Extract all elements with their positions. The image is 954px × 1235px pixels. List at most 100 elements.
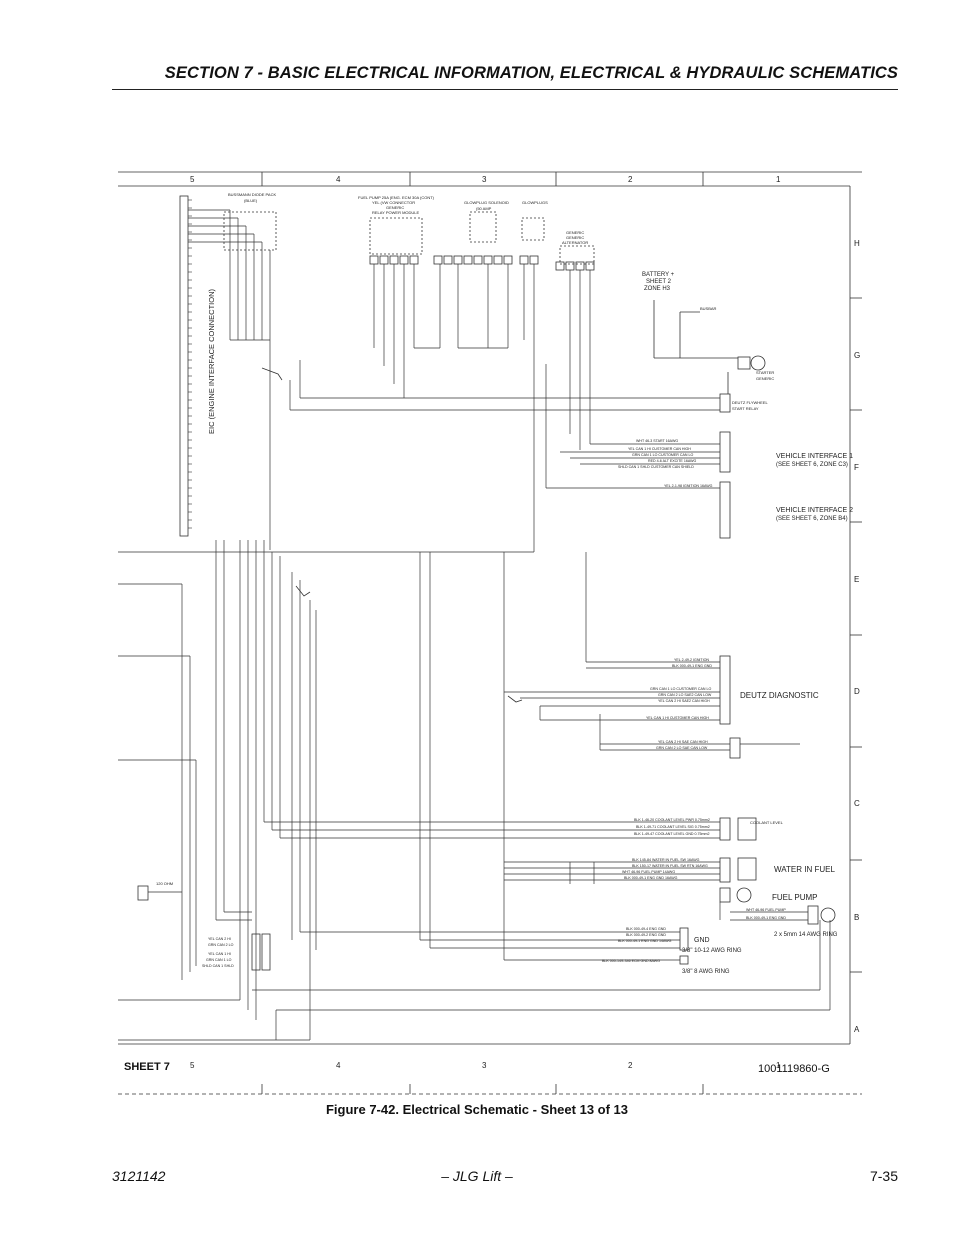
row-letter: A — [854, 1025, 860, 1034]
row-letter: B — [854, 913, 859, 922]
fuel-pump-2-connector — [807, 905, 819, 925]
gnd-ring-connector-2 — [679, 955, 689, 965]
row-letter: C — [854, 799, 860, 808]
fuel-pump-label: FUEL PUMP — [772, 893, 818, 902]
wire-label: BLK 000-49-1 ENG GND 14AWG — [618, 939, 672, 943]
wire-label: GRN CAN 2 LO — [208, 943, 234, 947]
diag-terminator-connector — [729, 737, 741, 759]
gnd-ring-connector — [679, 927, 689, 951]
row-letter: D — [854, 687, 860, 696]
ohm-label: 120 OHM — [156, 881, 173, 886]
alternator-label: GENERIC — [566, 230, 584, 235]
harness-top — [188, 209, 271, 340]
can-connector-a — [251, 933, 261, 971]
column-number: 3 — [482, 1061, 487, 1070]
glowplug-solenoid-box — [469, 211, 497, 243]
column-number: 2 — [628, 175, 633, 184]
wire-label: GRN CAN 2 LO SAE CAN LOW — [656, 746, 708, 750]
header-rule — [112, 89, 898, 90]
starter-label: STARTER — [756, 370, 774, 375]
doc-number: 3121142 — [112, 1168, 166, 1184]
wif-connector — [719, 857, 731, 883]
wire-label: YEL CAN 1 HI CUSTOMER CAN HIGH — [628, 447, 691, 451]
coolant-sensor — [737, 817, 757, 841]
row-letter: E — [854, 575, 859, 584]
wire-label: GRN CAN 2 LO SAE2 CAN LOW — [658, 693, 712, 697]
deutz-diagnostic-label: DEUTZ DIAGNOSTIC — [740, 691, 819, 700]
wire-label: YEL 2-1-98 IGNITION 16AWG — [664, 484, 713, 488]
harness-main — [118, 340, 831, 1041]
vehicle-interface-1-label: VEHICLE INTERFACE 1 — [776, 453, 853, 460]
diode-pack-box — [223, 211, 277, 251]
relay-module-box — [369, 217, 423, 255]
wire-label: GRN CAN 1 LO — [206, 958, 232, 962]
wire-label: BLK 000-49-1 ENG GND 16AWG — [624, 876, 678, 880]
wire-label: BLK 1-49-71 COOLANT LEVEL SIG 0.75mm2 — [636, 825, 710, 829]
wire-label: BLK 000-14S-346 ECM GND 8AWG — [602, 959, 660, 963]
relay-wires — [230, 264, 591, 550]
column-number: 4 — [336, 1061, 341, 1070]
wire-label: WHT 46-3 START 16AWG — [636, 439, 678, 443]
deutz-flywheel-connector — [719, 393, 731, 413]
wire-label: BLK 000-49-1 ENG GND — [746, 916, 786, 920]
row-letter: F — [854, 463, 859, 472]
wire-label: BLK 000-49-1 ENG GND — [672, 664, 712, 668]
wire-label: YEL CAN 1 HI — [208, 952, 231, 956]
diagnostic-wires — [504, 552, 800, 751]
drawing-number: 1001119860-G — [758, 1063, 830, 1075]
starter-generic-label: GENERIC — [756, 376, 774, 381]
glowplugs-label: GLOWPLUGS — [522, 200, 548, 205]
alternator-label: ALTERNATOR — [562, 240, 588, 245]
wire-label: YEL CAN 2 HI SAE CAN HIGH — [658, 740, 708, 744]
vehicle-interface-2-ref: (SEE SHEET 6, ZONE B4) — [776, 516, 848, 522]
section-header: SECTION 7 - BASIC ELECTRICAL INFORMATION… — [164, 64, 898, 82]
wire-label: SHLD CAN 1 SHLD — [202, 964, 234, 968]
footer-center: – JLG Lift – — [441, 1168, 513, 1184]
ring-label: 2 x 5mm 14 AWG RING — [774, 932, 838, 938]
eic-label: EIC (ENGINE INTERFACE CONNECTION) — [207, 288, 216, 434]
deutz-diagnostic-connector — [719, 655, 731, 725]
wire-label: GRN CAN 1 LO CUSTOMER CAN LO — [650, 687, 711, 691]
start-relay-label: START RELAY — [732, 406, 759, 411]
ring-label: 3/8" 8 AWG RING — [682, 969, 730, 975]
eic-pins — [188, 199, 192, 529]
wire-label: BLK 1-46-20 COOLANT LEVEL PWR 0.75mm2 — [634, 818, 710, 822]
wire-label: YEL CAN 2 HI SAE2 CAN HIGH — [658, 699, 710, 703]
wire-label: BLK 1-49-47 COOLANT LEVEL GND 0.75mm2 — [634, 832, 710, 836]
wire-label: YEL CAN 2 HI — [208, 937, 231, 941]
glowplugs-box — [521, 217, 545, 241]
wif-sensor — [737, 857, 757, 881]
glowplug-solenoid-label: GLOWPLUG SOLENOID — [464, 200, 509, 205]
battery-label: BATTERY + — [642, 272, 675, 278]
relay-label: FUEL PUMP 25A (ENG. ECM 30A (CONT) — [358, 195, 435, 200]
battery-label: ZONE H3 — [644, 286, 671, 292]
can-connector-b — [261, 933, 271, 971]
wire-label: YEL CAN 1 HI CUSTOMER CAN HIGH — [646, 716, 709, 720]
sheet-label: SHEET 7 — [124, 1061, 170, 1073]
water-in-fuel-label: WATER IN FUEL — [774, 865, 835, 874]
wire-label: SHLD CAN 1 SHLD CUSTOMER CAN SHIELD — [618, 465, 694, 469]
gnd-label: GND — [694, 937, 710, 944]
wire-label: WHT 46-96 FUEL PUMP 14AWG — [622, 870, 675, 874]
wire-label: WHT 46-96 FUEL PUMP — [746, 908, 786, 912]
row-letter: H — [854, 239, 860, 248]
connector-strip — [369, 255, 595, 271]
vehicle-interface-1-connector — [719, 431, 731, 473]
wire-label: BLK 000-49-4 ENG GND — [626, 927, 666, 931]
wire-label: GRN CAN 1 LO CUSTOMER CAN LO — [632, 453, 693, 457]
vehicle-interface-2-label: VEHICLE INTERFACE 2 — [776, 507, 853, 514]
column-number: 1 — [776, 1061, 781, 1070]
column-number: 2 — [628, 1061, 633, 1070]
glowplug-solenoid-amp-label: (50 AMP — [476, 206, 492, 211]
vehicle-interface-wires — [289, 360, 720, 489]
fuel-pump-motor — [736, 887, 752, 903]
column-number: 5 — [190, 175, 195, 184]
coolant-label: COOLANT LEVEL — [750, 820, 784, 825]
wire-label: RED 4-6 ALT EXCITE 16AWG — [648, 459, 696, 463]
relay-switch-symbol — [507, 695, 523, 703]
column-number: 4 — [336, 175, 341, 184]
starter-block — [737, 356, 751, 370]
ohm-resistor-connector — [137, 885, 149, 901]
relay-label: YEL (VW CONNECTOR — [372, 200, 415, 205]
wire-label: BLK 150-17 WATER IN FUEL SW RTN 16AWG — [632, 864, 708, 868]
